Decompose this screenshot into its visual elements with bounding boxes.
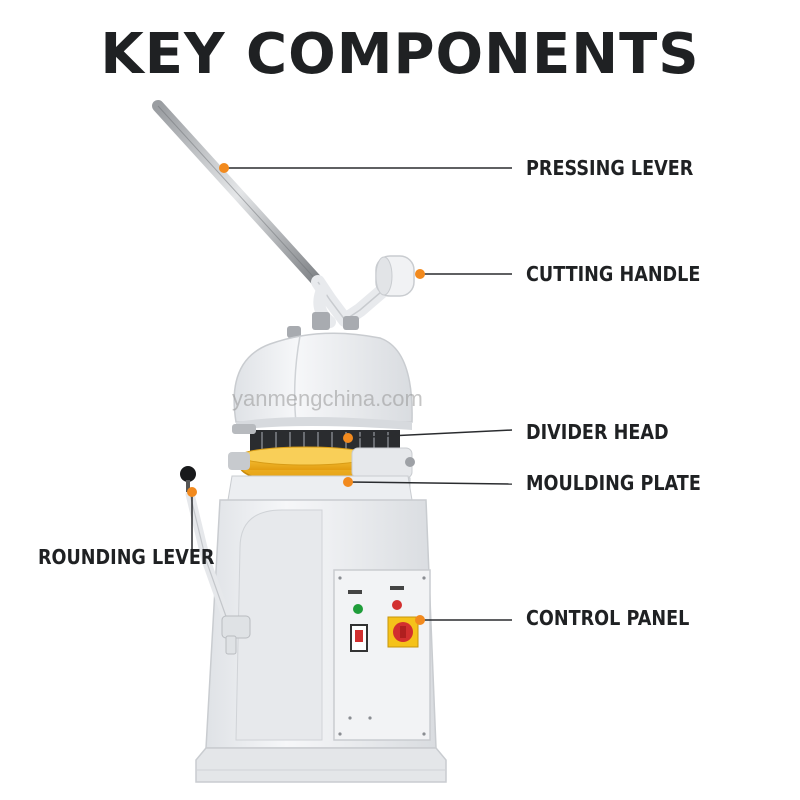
callout-line-divider-head xyxy=(347,429,513,439)
divider-head-dome xyxy=(233,332,413,423)
callout-dot-moulding-plate xyxy=(343,477,353,487)
label-moulding-plate: MOULDING PLATE xyxy=(526,471,701,495)
label-pressing-lever: PRESSING LEVER xyxy=(526,156,694,180)
label-divider-head: DIVIDER HEAD xyxy=(526,420,669,444)
power-light-icon xyxy=(392,600,402,610)
label-cutting-handle: CUTTING HANDLE xyxy=(526,262,701,286)
callout-dot-control-panel xyxy=(415,615,425,625)
callout-dot-pressing-lever xyxy=(219,163,229,173)
label-control-panel: CONTROL PANEL xyxy=(526,606,690,630)
page-title: KEY COMPONENTS xyxy=(100,22,700,87)
rounding-lever-knob xyxy=(180,466,196,482)
watermark: yanmengchina.com xyxy=(232,386,423,411)
callout-dot-rounding-lever xyxy=(187,487,197,497)
start-button-icon xyxy=(353,604,363,614)
callout-line-moulding-plate xyxy=(347,481,513,485)
control-panel-plate xyxy=(333,569,431,741)
label-rounding-lever: ROUNDING LEVER xyxy=(38,545,215,569)
callout-dot-cutting-handle xyxy=(415,269,425,279)
callout-dot-divider-head xyxy=(343,433,353,443)
